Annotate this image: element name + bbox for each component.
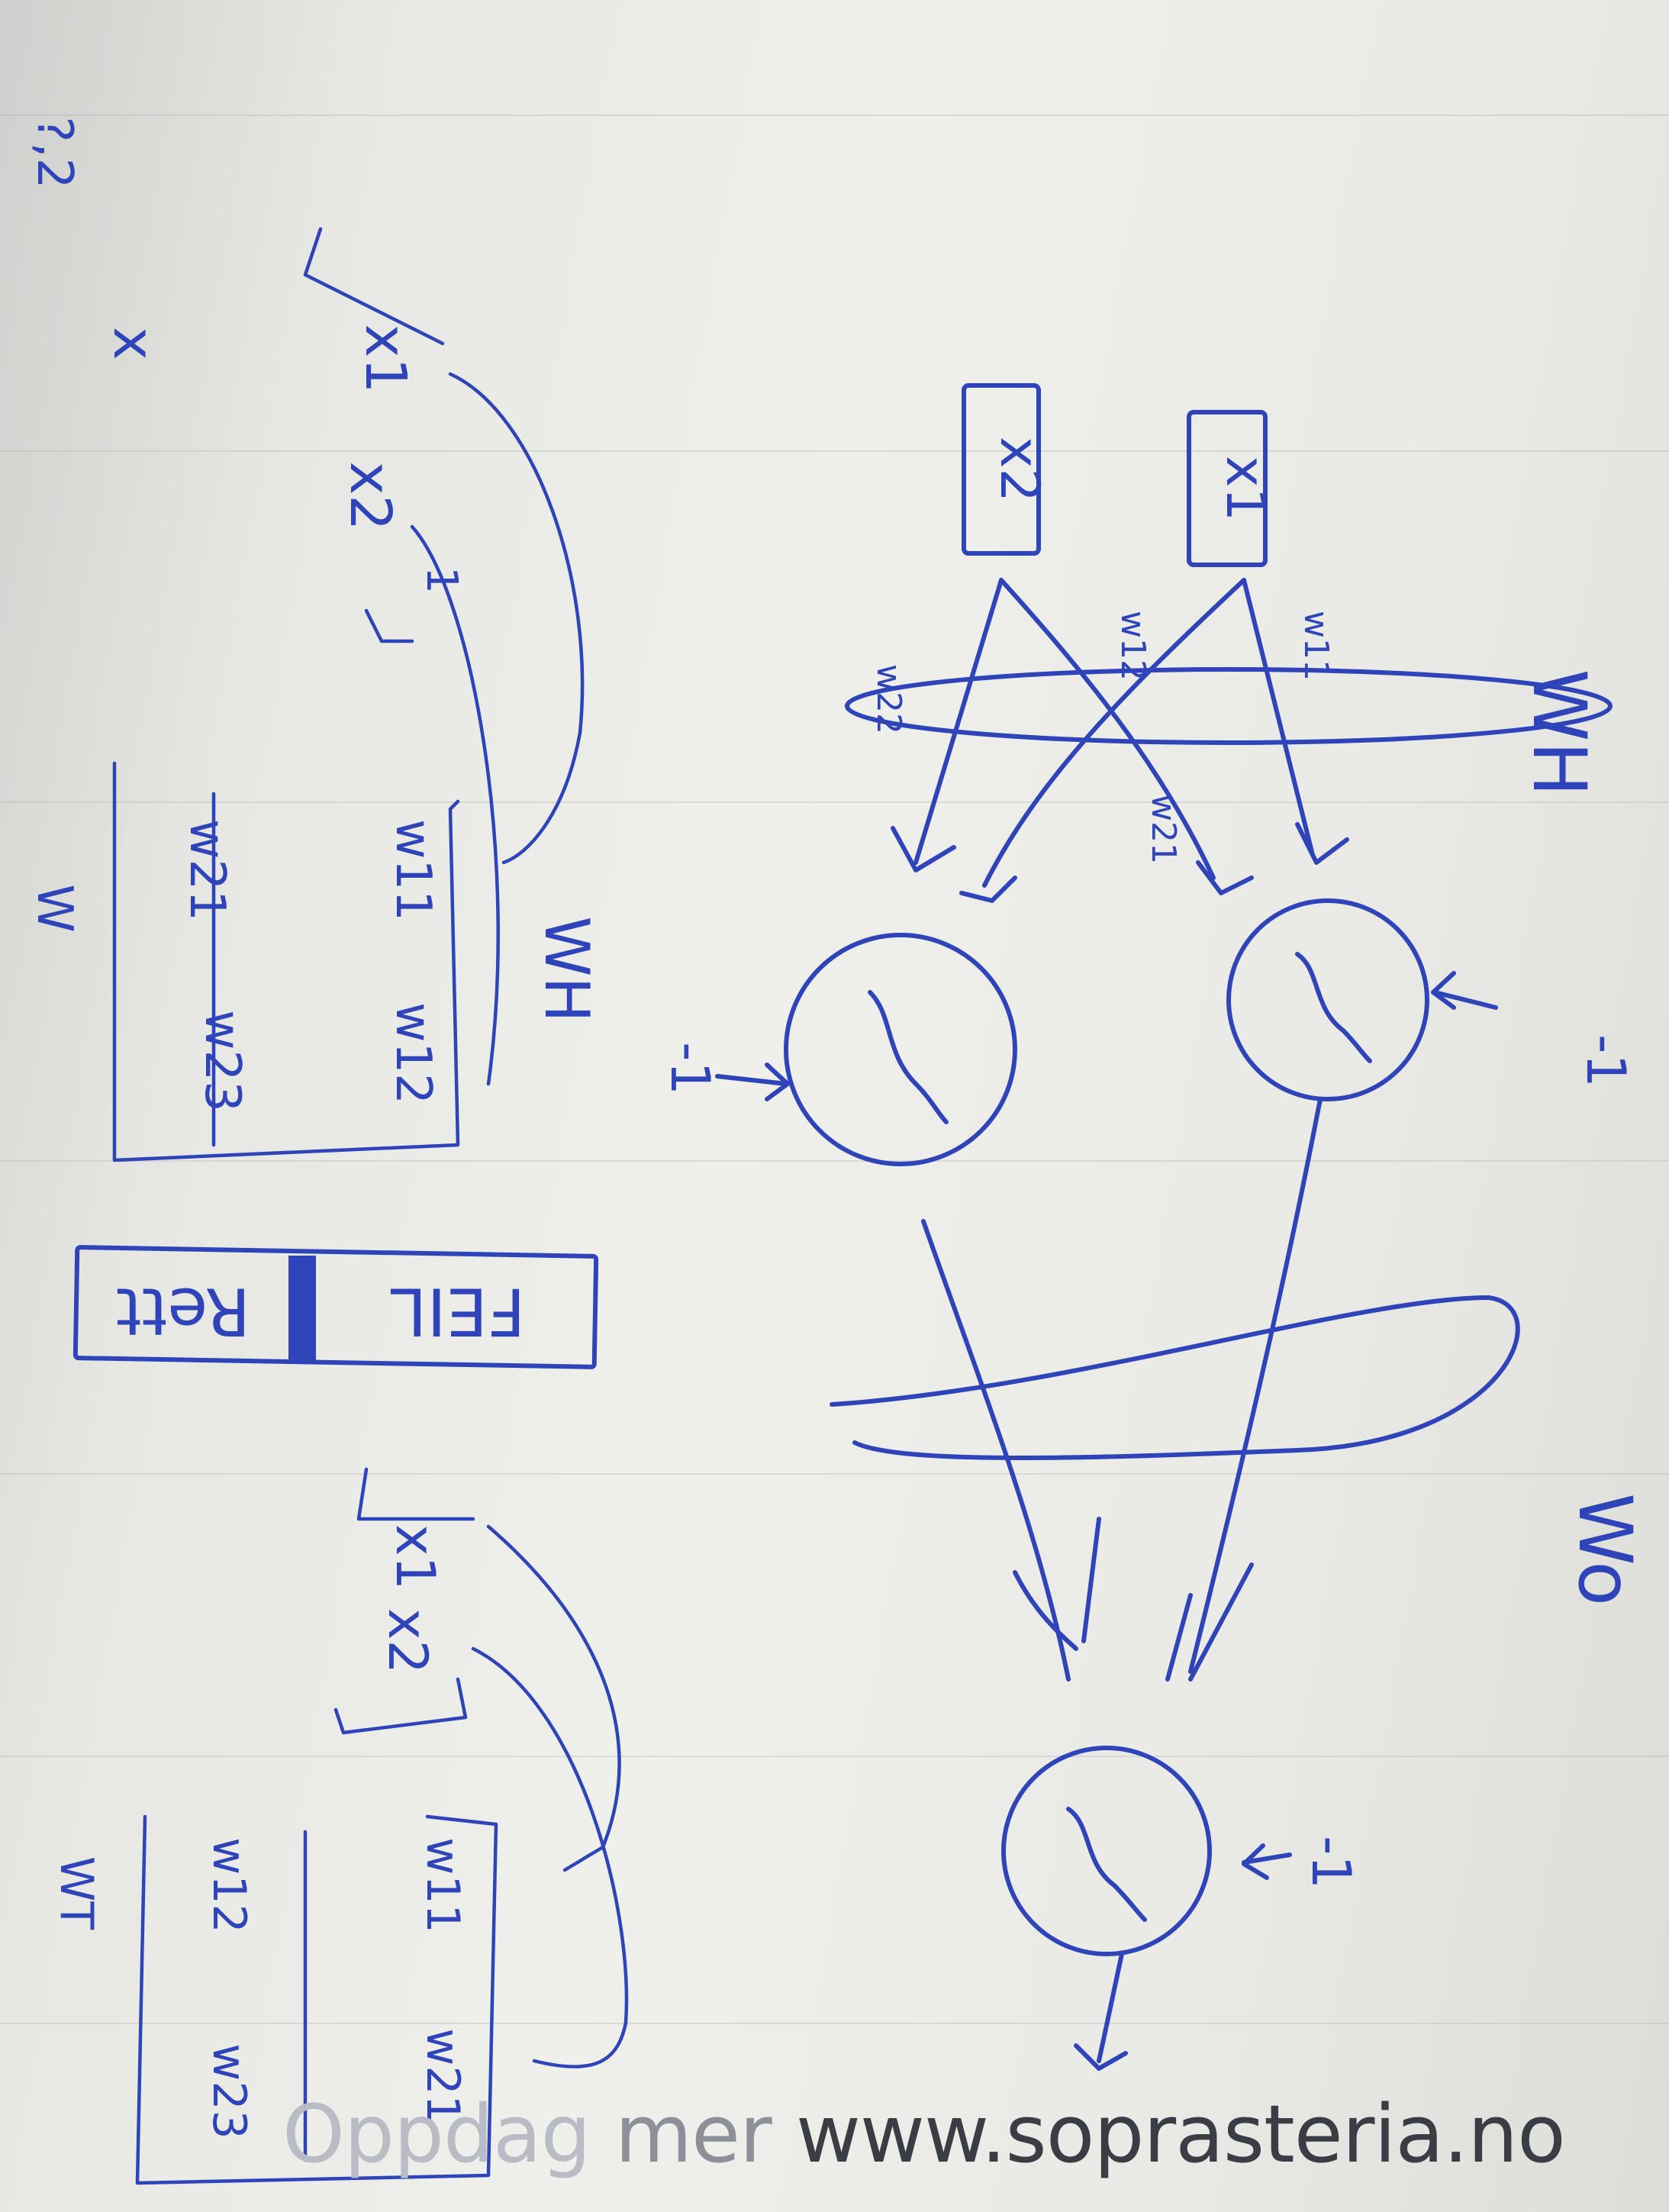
ruled-line bbox=[0, 801, 1669, 803]
input-label-x2: x2 bbox=[988, 437, 1051, 502]
arrowhead bbox=[1242, 1843, 1269, 1880]
weight-label: w22 bbox=[869, 664, 908, 734]
curved-arrow bbox=[448, 372, 585, 865]
matrix-entry: w12 bbox=[202, 1837, 256, 1933]
error-box-frame bbox=[72, 1245, 599, 1369]
edge-x1-to-h1 bbox=[1242, 578, 1315, 857]
arrowhead bbox=[1013, 1570, 1078, 1651]
ruled-line bbox=[0, 2023, 1669, 2024]
matrix-bracket bbox=[112, 761, 460, 1162]
bracket bbox=[364, 608, 414, 643]
sigmoid-icon bbox=[1066, 1807, 1147, 1922]
arrowhead bbox=[1431, 971, 1456, 1010]
bracket bbox=[303, 227, 445, 346]
edge-x2-to-h1 bbox=[999, 578, 1216, 880]
edge-x2-to-h2 bbox=[913, 578, 1004, 865]
error-box-divider bbox=[288, 1256, 316, 1362]
layer-label-output: Wo bbox=[1562, 1493, 1648, 1606]
bias-label: -1 bbox=[1300, 1836, 1362, 1889]
arrowhead bbox=[1074, 2043, 1128, 2071]
vector-entry: x1 bbox=[353, 324, 418, 394]
neural-network-diagram: x2 x1 w22 w12 w11 w21 WH bbox=[659, 383, 1648, 2071]
matrix-notes-top: x1 x2 1 w11 w12 w21 w23 WH W bbox=[26, 227, 602, 1162]
arrowhead bbox=[959, 875, 1017, 903]
output-weights-oval bbox=[830, 1295, 1520, 1460]
vector-entry: x1 bbox=[384, 1524, 446, 1590]
hidden-weights-oval bbox=[845, 667, 1613, 745]
matrix-entry: w21 bbox=[179, 819, 235, 921]
bias-arrow bbox=[1242, 1852, 1292, 1865]
input-label-x1: x1 bbox=[1214, 456, 1277, 521]
matrix-bracket bbox=[135, 1814, 498, 2185]
input-box-x2 bbox=[962, 383, 1041, 556]
curved-arrow bbox=[471, 1646, 629, 2069]
ruled-line bbox=[0, 1756, 1669, 1757]
footer-url: www.soprasteria.no bbox=[795, 2088, 1566, 2181]
margin-note-shape: ?,2 bbox=[26, 116, 82, 189]
vector-entry: x2 bbox=[376, 1608, 439, 1674]
ruled-line bbox=[0, 450, 1669, 452]
matrix-label: WT bbox=[50, 1856, 103, 1930]
matrix-note: W bbox=[26, 884, 82, 932]
label-wrong: FEIL bbox=[390, 1273, 525, 1349]
sigmoid-icon bbox=[1295, 952, 1372, 1063]
matrix-notes-bottom: x1 x2 w11 w21 w12 w23 WT bbox=[50, 1467, 629, 2185]
matrix-entry: w11 bbox=[385, 819, 441, 921]
ruled-line bbox=[0, 1160, 1669, 1162]
curved-arrow bbox=[410, 524, 500, 1086]
matrix-label: WH bbox=[531, 916, 602, 1022]
sigmoid-icon bbox=[868, 990, 949, 1124]
bias-label: -1 bbox=[659, 1042, 721, 1095]
hidden-neuron-2 bbox=[784, 933, 1017, 1166]
layer-label-hidden: WH bbox=[1516, 669, 1602, 796]
weight-label: w21 bbox=[1144, 794, 1183, 864]
vector-entry: x2 bbox=[337, 462, 403, 531]
matrix-entry: w12 bbox=[385, 1002, 441, 1104]
hidden-neuron-1 bbox=[1226, 898, 1429, 1101]
arrowhead bbox=[765, 1062, 790, 1101]
label-right: Rett bbox=[116, 1273, 250, 1349]
arrowhead bbox=[1081, 1517, 1101, 1643]
matrix-entry: w11 bbox=[416, 1837, 469, 1933]
ruled-line bbox=[0, 114, 1669, 116]
edge-x1-to-h2 bbox=[982, 578, 1246, 888]
weight-label: w12 bbox=[1113, 611, 1152, 681]
bracket bbox=[333, 1677, 468, 1735]
arrowhead bbox=[1165, 1593, 1193, 1682]
bias-label: -1 bbox=[1574, 1034, 1637, 1088]
error-box: FEIL Rett bbox=[72, 1245, 599, 1369]
printed-footer: Oppdag mer www.soprasteria.no bbox=[282, 2088, 1566, 2181]
curved-arrow bbox=[486, 1524, 621, 1872]
bias-arrow bbox=[1432, 990, 1498, 1010]
arrowhead bbox=[1295, 822, 1349, 865]
weight-label: w11 bbox=[1297, 611, 1336, 681]
matrix-entry: w21 bbox=[416, 2028, 469, 2123]
edge-h2-to-out bbox=[921, 1219, 1071, 1682]
matrix-entry: w23 bbox=[202, 2043, 256, 2139]
arrowhead bbox=[1188, 1562, 1254, 1682]
footer-mid-text: mer bbox=[590, 2088, 796, 2181]
output-arrow bbox=[1097, 1952, 1124, 2063]
edge-h1-to-out bbox=[1188, 1097, 1323, 1674]
footer-faded-text: Oppdag bbox=[282, 2088, 591, 2181]
bias-arrow bbox=[715, 1074, 788, 1086]
matrix-entry: w23 bbox=[194, 1010, 250, 1112]
bracket bbox=[356, 1467, 475, 1521]
margin-note-times: x bbox=[101, 327, 166, 360]
arrowhead bbox=[1196, 860, 1254, 895]
output-neuron bbox=[1001, 1746, 1212, 1956]
arrowhead bbox=[891, 826, 956, 872]
ruled-line bbox=[0, 1473, 1669, 1475]
input-box-x1 bbox=[1187, 410, 1268, 567]
